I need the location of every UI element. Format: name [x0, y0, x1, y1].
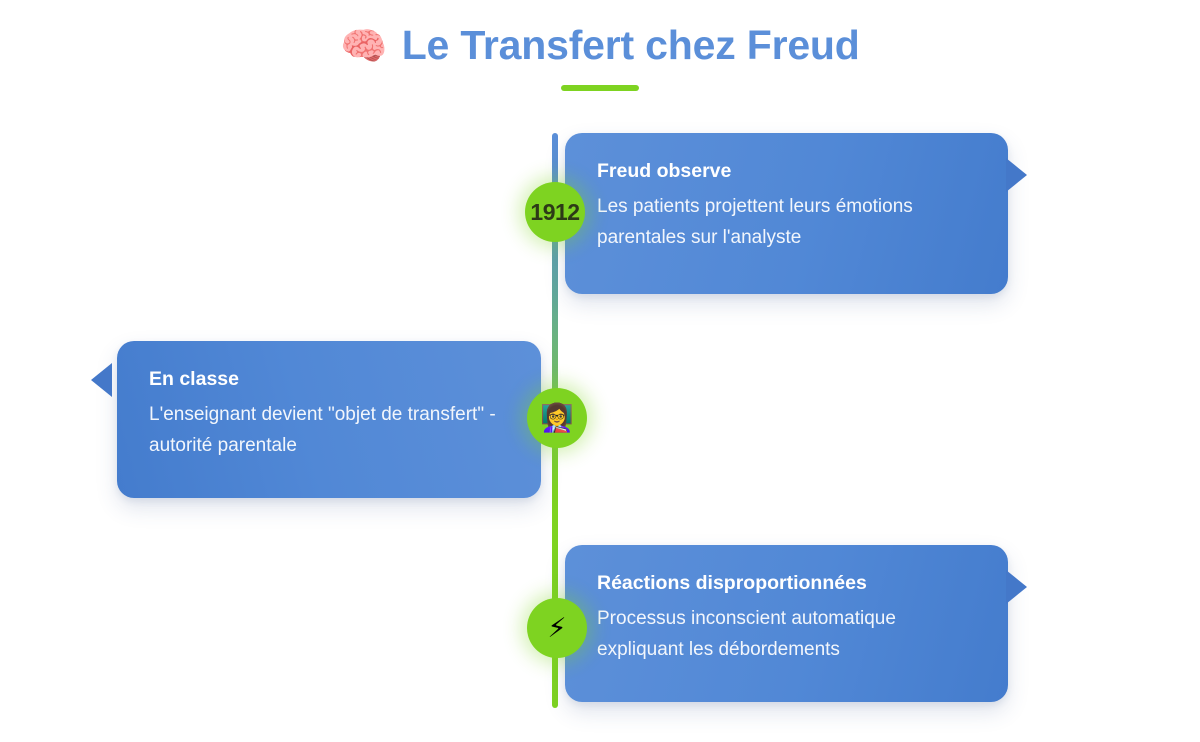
title-underline-accent: [561, 85, 639, 92]
timeline-arrow-left-icon-2: [91, 363, 112, 397]
timeline-card-2-body: L'enseignant devient "objet de transfert…: [149, 404, 496, 457]
timeline-card-2-title: En classe: [149, 368, 239, 390]
timeline-marker-3[interactable]: ⚡: [527, 598, 587, 658]
timeline-card-3-body: Processus inconscient automatique expliq…: [597, 608, 896, 661]
teacher-icon: 👩‍🏫: [540, 402, 574, 433]
page-header: 🧠 Le Transfert chez Freud: [0, 22, 1200, 92]
timeline-card-3-title: Réactions disproportionnées: [597, 572, 867, 594]
timeline-card-1-body: Les patients projettent leurs émotions p…: [597, 196, 913, 249]
page-title: Le Transfert chez Freud: [401, 22, 860, 68]
timeline-card-1[interactable]: Freud observe Les patients projettent le…: [565, 133, 1008, 294]
lightning-bolt-icon: ⚡: [547, 612, 567, 643]
timeline-arrow-right-icon-3: [1006, 570, 1027, 604]
timeline-marker-1-year: 1912: [530, 198, 580, 225]
timeline-marker-1[interactable]: 1912: [525, 182, 585, 242]
brain-icon: 🧠: [340, 25, 388, 68]
timeline-card-2[interactable]: En classe L'enseignant devient "objet de…: [117, 341, 541, 498]
timeline-card-1-title: Freud observe: [597, 160, 732, 182]
timeline-card-3[interactable]: Réactions disproportionnées Processus in…: [565, 545, 1008, 702]
timeline-marker-2[interactable]: 👩‍🏫: [527, 388, 587, 448]
title-row: 🧠 Le Transfert chez Freud: [340, 22, 859, 69]
timeline-arrow-right-icon-1: [1006, 158, 1027, 192]
